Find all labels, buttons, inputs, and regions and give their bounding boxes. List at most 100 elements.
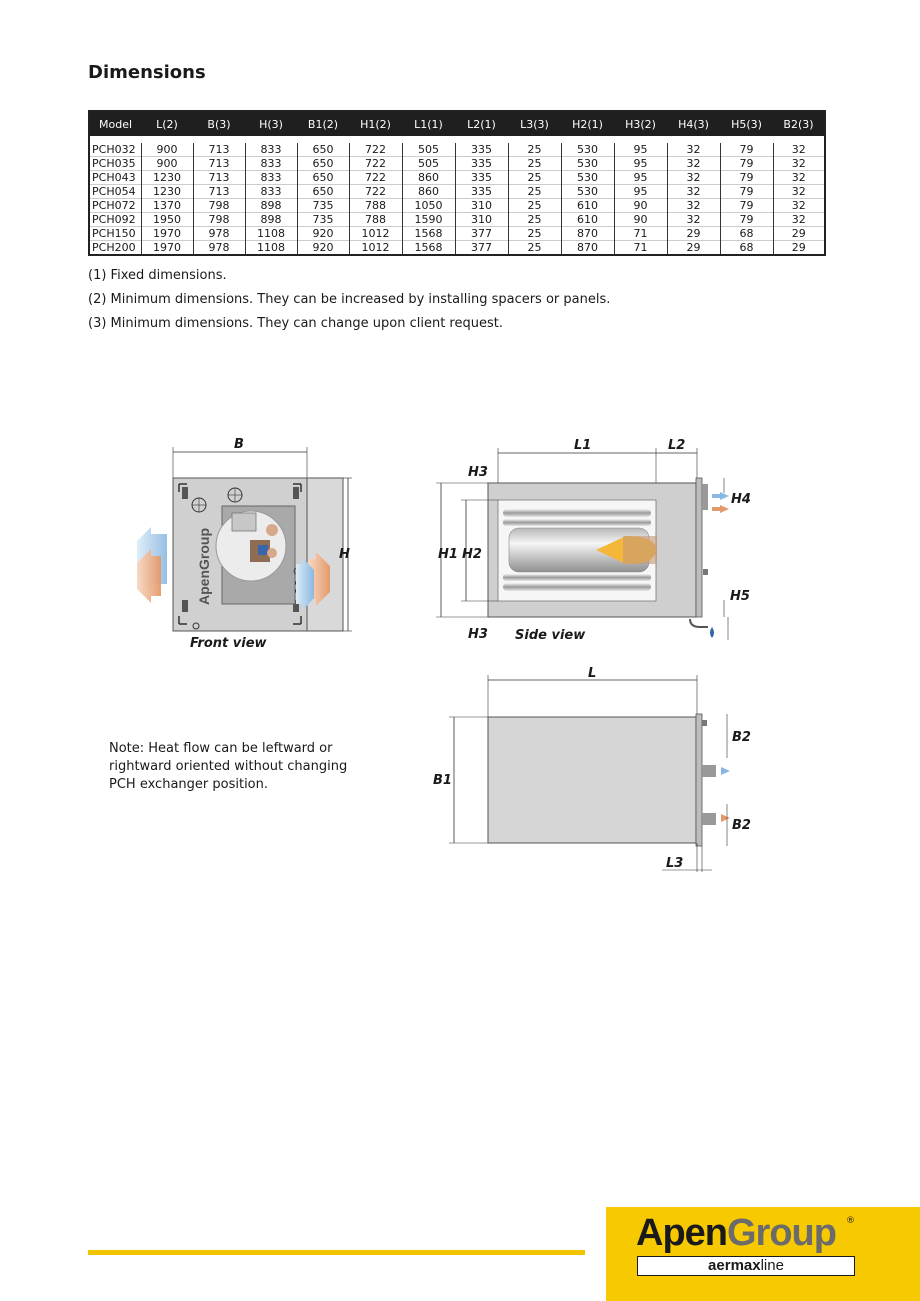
- dim-label-h3-bottom: H3: [468, 627, 488, 642]
- column-header: H4(3): [678, 117, 709, 131]
- brand-name-part2: Group: [727, 1212, 837, 1254]
- value-cell: 79: [720, 143, 774, 157]
- value-cell: 713: [193, 156, 246, 171]
- value-cell: 900: [141, 156, 194, 171]
- value-cell: 978: [193, 240, 246, 255]
- value-cell: 32: [791, 185, 806, 198]
- value-cell: 79: [720, 198, 774, 213]
- value-cell: 788: [349, 212, 403, 227]
- value-cell: 1230: [141, 170, 194, 185]
- value-cell: 29: [791, 227, 806, 240]
- value-cell: 95: [614, 184, 668, 199]
- column-header: B2(3): [783, 117, 814, 131]
- value-cell: 79: [720, 156, 774, 171]
- value-cell: 860: [402, 170, 456, 185]
- model-cell: PCH072: [89, 198, 142, 213]
- value-cell: 25: [508, 212, 562, 227]
- value-cell: 32: [791, 171, 806, 184]
- page-title: Dimensions: [88, 62, 206, 83]
- value-cell: 610: [561, 198, 615, 213]
- column-header: B1(2): [307, 117, 339, 131]
- value-cell: 68: [720, 226, 774, 241]
- value-cell: 1970: [141, 240, 194, 255]
- value-cell: 798: [193, 198, 246, 213]
- dim-label-b: B: [234, 437, 244, 452]
- value-cell: 310: [455, 212, 509, 227]
- top-view-drawing: L B1 B2 B2 L3: [433, 666, 751, 872]
- value-cell: 1108: [245, 240, 298, 255]
- value-cell: 735: [297, 212, 350, 227]
- value-cell: 920: [297, 240, 350, 255]
- value-cell: 25: [508, 143, 562, 157]
- value-cell: 25: [508, 156, 562, 171]
- column-header: L3(3): [520, 117, 549, 131]
- brand-logo: ApenGroup: [636, 1212, 837, 1255]
- dim-label-h4: H4: [731, 492, 751, 507]
- brand-logo-block: [606, 1207, 920, 1301]
- value-cell: 898: [245, 198, 298, 213]
- model-cell: PCH054: [89, 184, 142, 199]
- value-cell: 377: [455, 226, 509, 241]
- value-cell: 79: [720, 184, 774, 199]
- value-cell: 870: [561, 226, 615, 241]
- column-header: L(2): [156, 117, 178, 131]
- dim-label-h2: H2: [462, 547, 482, 562]
- side-view-drawing: L1 L2 H3 H1 H2 H3: [436, 438, 751, 643]
- dim-label-h5: H5: [730, 589, 750, 604]
- dim-label-l2: L2: [668, 438, 685, 453]
- value-cell: 650: [297, 170, 350, 185]
- value-cell: 900: [141, 143, 194, 157]
- value-cell: 32: [667, 184, 721, 199]
- value-cell: 722: [349, 184, 403, 199]
- value-cell: 310: [455, 198, 509, 213]
- column-header: H5(3): [731, 117, 762, 131]
- value-cell: 335: [455, 184, 509, 199]
- brand-sub-bold: aermax: [708, 1257, 761, 1274]
- value-cell: 32: [667, 143, 721, 157]
- value-cell: 833: [245, 143, 298, 157]
- value-cell: 29: [667, 226, 721, 241]
- column-header: L1(1): [414, 117, 443, 131]
- value-cell: 95: [614, 143, 668, 157]
- value-cell: 1012: [349, 240, 403, 255]
- value-cell: 1230: [141, 184, 194, 199]
- value-cell: 650: [297, 156, 350, 171]
- footer-rule: [88, 1250, 585, 1255]
- value-cell: 335: [455, 170, 509, 185]
- warm-air-arrow: [137, 549, 161, 603]
- dim-label-h: H: [339, 547, 350, 562]
- dim-label-h3-top: H3: [468, 465, 488, 480]
- value-cell: 798: [193, 212, 246, 227]
- value-cell: 32: [791, 143, 806, 156]
- footnote: (2) Minimum dimensions. They can be incr…: [88, 292, 611, 307]
- value-cell: 860: [402, 184, 456, 199]
- value-cell: 90: [614, 198, 668, 213]
- value-cell: 1050: [402, 198, 456, 213]
- dim-label-l3: L3: [666, 856, 683, 871]
- value-cell: 1590: [402, 212, 456, 227]
- value-cell: 95: [614, 170, 668, 185]
- model-cell: PCH035: [89, 156, 142, 171]
- value-cell: 25: [508, 170, 562, 185]
- value-cell: 90: [614, 212, 668, 227]
- value-cell: 530: [561, 156, 615, 171]
- value-cell: 735: [297, 198, 350, 213]
- value-cell: 610: [561, 212, 615, 227]
- footnote: (3) Minimum dimensions. They can change …: [88, 316, 503, 331]
- value-cell: 505: [402, 156, 456, 171]
- value-cell: 29: [791, 241, 806, 254]
- value-cell: 335: [455, 156, 509, 171]
- column-header: H1(2): [360, 117, 391, 131]
- value-cell: 32: [667, 170, 721, 185]
- value-cell: 833: [245, 156, 298, 171]
- registered-mark: ®: [846, 1216, 855, 1226]
- value-cell: 1370: [141, 198, 194, 213]
- dim-label-b2-top: B2: [732, 730, 751, 745]
- value-cell: 713: [193, 143, 246, 157]
